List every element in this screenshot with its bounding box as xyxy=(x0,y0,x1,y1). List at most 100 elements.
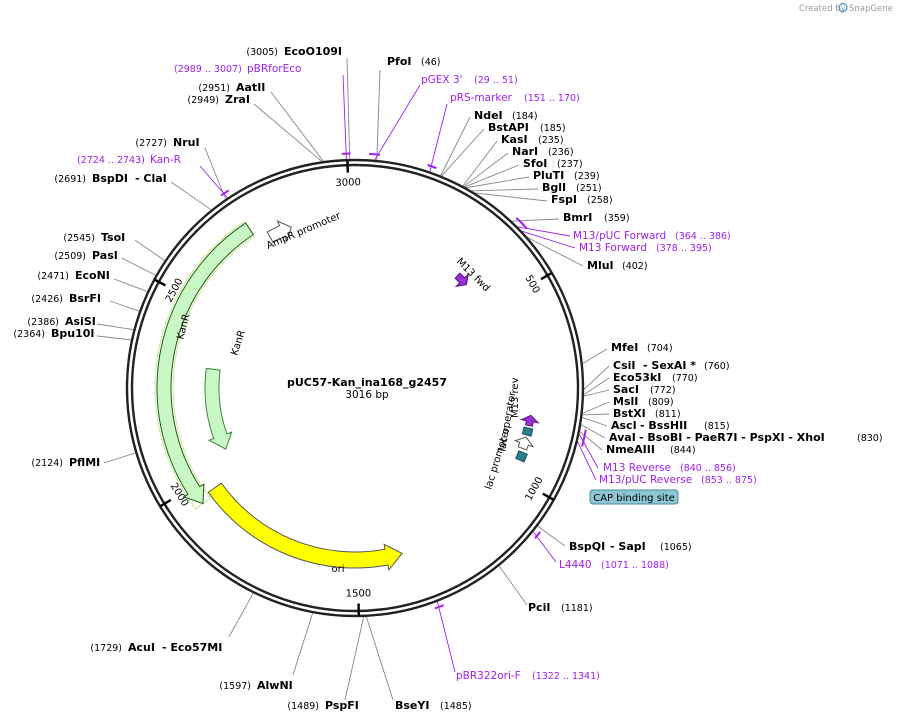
leader-line xyxy=(253,103,324,164)
enzyme-label: (235) xyxy=(538,135,564,146)
enzyme-label: AcuI xyxy=(128,641,155,654)
enzyme-label: PflMI xyxy=(69,456,100,469)
lac-operator-box xyxy=(521,426,534,437)
enzyme-label: - SapI xyxy=(610,540,646,553)
primer-bar xyxy=(427,164,437,169)
enzyme-label: PasI xyxy=(92,249,118,262)
enzyme-label: AvaI xyxy=(609,431,636,444)
enzyme-label: (258) xyxy=(587,195,613,206)
primer-label: (2724 .. 2743) xyxy=(77,155,145,166)
enzyme-label: (1729) xyxy=(90,643,122,654)
enzyme-label: (770) xyxy=(672,373,698,384)
leader-line xyxy=(576,439,597,481)
primer-bar xyxy=(581,435,586,447)
enzyme-label: (2951) xyxy=(198,83,230,94)
enzyme-label: - BssHII xyxy=(640,419,687,432)
enzyme-label: (844) xyxy=(670,445,696,456)
enzyme-label: (830) xyxy=(857,433,883,444)
enzyme-label: (185) xyxy=(540,123,566,134)
leader-line xyxy=(365,615,394,701)
primer-label: pBRforEco xyxy=(247,63,301,75)
enzyme-label: MluI xyxy=(587,259,614,272)
enzyme-label: (809) xyxy=(648,397,674,408)
enzyme-label: (359) xyxy=(604,213,630,224)
leader-line xyxy=(376,69,381,162)
leader-line xyxy=(580,416,608,427)
enzyme-label: (1181) xyxy=(561,603,593,614)
enzyme-label: EcoO109I xyxy=(284,45,342,58)
ori-arrow xyxy=(207,482,403,572)
leader-line xyxy=(515,226,571,237)
enzyme-label: NmeAIII xyxy=(606,443,655,456)
enzyme-label: (704) xyxy=(647,343,673,354)
enzyme-label: AscI xyxy=(611,419,637,432)
leader-line xyxy=(580,413,610,416)
leader-line xyxy=(344,615,365,701)
enzyme-label: FspI xyxy=(551,193,577,206)
leader-line xyxy=(439,116,471,178)
enzyme-label: AsiSI xyxy=(65,315,96,328)
enzyme-label: PciI xyxy=(528,601,550,614)
leader-line xyxy=(292,611,314,676)
leader-line xyxy=(270,91,325,163)
enzyme-label: SacI xyxy=(613,383,639,396)
enzyme-label: (1597) xyxy=(219,681,251,692)
leader-line xyxy=(462,152,509,188)
enzyme-label: BspQI xyxy=(569,540,605,553)
feature-label-ori: ori xyxy=(331,564,344,575)
primer-label: (853 .. 875) xyxy=(701,475,757,486)
tick-mark xyxy=(154,278,167,287)
leader-line xyxy=(228,591,255,638)
enzyme-label: (239) xyxy=(574,171,600,182)
enzyme-label: BstXI xyxy=(613,407,646,420)
primer-bar xyxy=(534,531,541,539)
leader-line xyxy=(582,377,610,396)
enzyme-label: BmrI xyxy=(563,211,592,224)
enzyme-label: (815) xyxy=(704,421,730,432)
cap-binding-site-box: CAP binding site xyxy=(589,489,679,505)
leader-lines xyxy=(96,57,610,701)
enzyme-labels-right: PfoI (46) NdeI (184) BstAPI (185) KasI (… xyxy=(387,55,883,712)
leader-line xyxy=(134,239,167,262)
leader-line xyxy=(578,430,603,451)
enzyme-label: NdeI xyxy=(474,109,503,122)
kanr-inner-arrow xyxy=(204,367,233,450)
enzyme-label: NarI xyxy=(512,145,538,158)
enzyme-label: PspFI xyxy=(325,699,359,712)
leader-line xyxy=(440,128,485,178)
leader-line xyxy=(113,278,149,293)
enzyme-label: (760) xyxy=(704,361,730,372)
enzyme-label: NruI xyxy=(173,136,200,149)
feature-label-lac-promoter: lac promoter xyxy=(483,426,512,491)
primer-label: pGEX 3' xyxy=(421,74,463,86)
enzyme-label: (2124) xyxy=(31,458,63,469)
leader-line xyxy=(580,401,610,415)
lac-promoter-arrow xyxy=(513,436,535,451)
tick-mark xyxy=(540,272,552,281)
feature-label-kanr-inner: KanR xyxy=(229,329,247,357)
primer-label: Kan-R xyxy=(150,154,181,166)
enzyme-label: (2949) xyxy=(187,95,219,106)
leader-line xyxy=(497,564,528,606)
enzyme-label: - SexAI * xyxy=(643,359,696,372)
tick-label: 3000 xyxy=(335,177,361,189)
leader-line xyxy=(531,530,557,563)
primer-label: M13 Reverse xyxy=(603,462,671,474)
primer-label: pRS-marker xyxy=(450,92,513,104)
leader-line xyxy=(346,57,351,161)
leader-line xyxy=(582,365,610,392)
enzyme-label: (2509) xyxy=(54,251,86,262)
primer-bar xyxy=(434,604,444,610)
primer-label: L4440 xyxy=(559,559,592,571)
enzyme-label: MfeI xyxy=(611,341,638,354)
cap-site-box xyxy=(515,450,528,463)
primer-label: (840 .. 856) xyxy=(680,463,736,474)
enzyme-label: - Eco57MI xyxy=(162,641,222,654)
enzyme-label: (2364) xyxy=(13,329,45,340)
feature-label-m13-rev: M13 rev xyxy=(510,377,521,418)
features xyxy=(154,220,540,572)
primer-label: M13 Forward xyxy=(579,242,647,254)
enzyme-label: (237) xyxy=(557,159,583,170)
credit-text: Created by xyxy=(799,4,846,14)
